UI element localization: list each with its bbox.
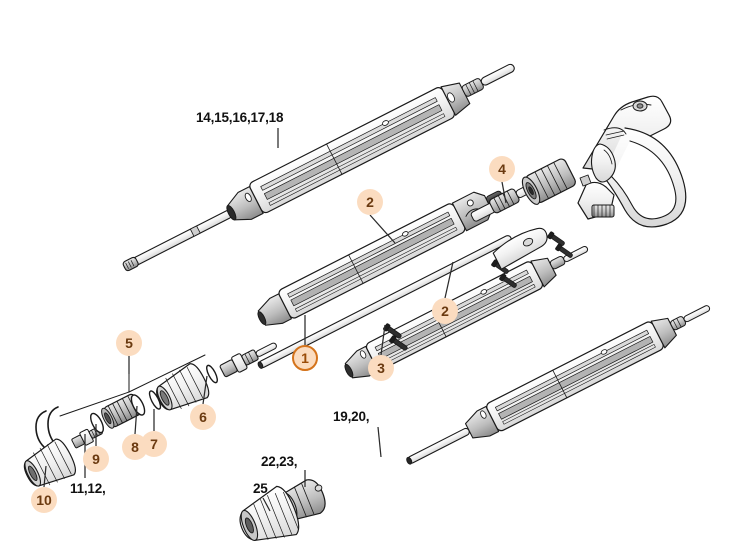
part-lower-lance-19-20	[406, 305, 711, 465]
callout-4[interactable]: 4	[489, 156, 515, 182]
part-rotary-nozzle-25	[239, 485, 300, 542]
part-screws-3	[383, 323, 408, 351]
label-11-12: 11,12,	[70, 481, 106, 496]
callout-10[interactable]: 10	[31, 487, 57, 513]
callout-6[interactable]: 6	[190, 404, 216, 430]
label-19-20: 19,20,	[333, 409, 370, 424]
callout-8[interactable]: 8	[122, 434, 148, 460]
callout-3[interactable]: 3	[368, 355, 394, 381]
part-side-cover	[492, 227, 548, 270]
leader-line-label-19-20	[377, 426, 382, 458]
part-oring-8	[130, 394, 146, 416]
part-oring-9	[90, 412, 104, 434]
label-14-18: 14,15,16,17,18	[196, 110, 284, 125]
part-screws-handle	[491, 231, 573, 288]
part-end-cap-10	[23, 438, 77, 487]
leader-line-2	[369, 214, 396, 244]
leader-line-3	[380, 324, 386, 356]
callout-leader-lines	[43, 128, 507, 512]
callout-2b[interactable]: 2	[432, 298, 458, 324]
label-22-23: 22,23,	[261, 454, 298, 469]
callout-9[interactable]: 9	[83, 446, 109, 472]
part-nut-sleeve-6	[156, 363, 210, 411]
part-oring-right	[206, 364, 218, 384]
label-25: 25	[253, 481, 268, 496]
callout-5[interactable]: 5	[116, 330, 142, 356]
part-connector	[219, 342, 277, 378]
leader-line-2	[444, 261, 454, 299]
callout-2a[interactable]: 2	[357, 189, 383, 215]
part-spray-gun-handle	[521, 95, 687, 228]
part-upper-lance	[122, 63, 515, 272]
leader-line-8	[134, 405, 138, 435]
part-clip-5	[35, 406, 59, 448]
part-lance-2-upper	[257, 190, 504, 326]
leader-line-4	[501, 181, 507, 204]
part-spray-tube-1	[257, 235, 512, 369]
leader-line-label-25	[262, 497, 271, 512]
callout-1[interactable]: 1	[292, 345, 318, 371]
leader-line-6	[202, 375, 208, 405]
leader-line-10	[43, 465, 47, 488]
